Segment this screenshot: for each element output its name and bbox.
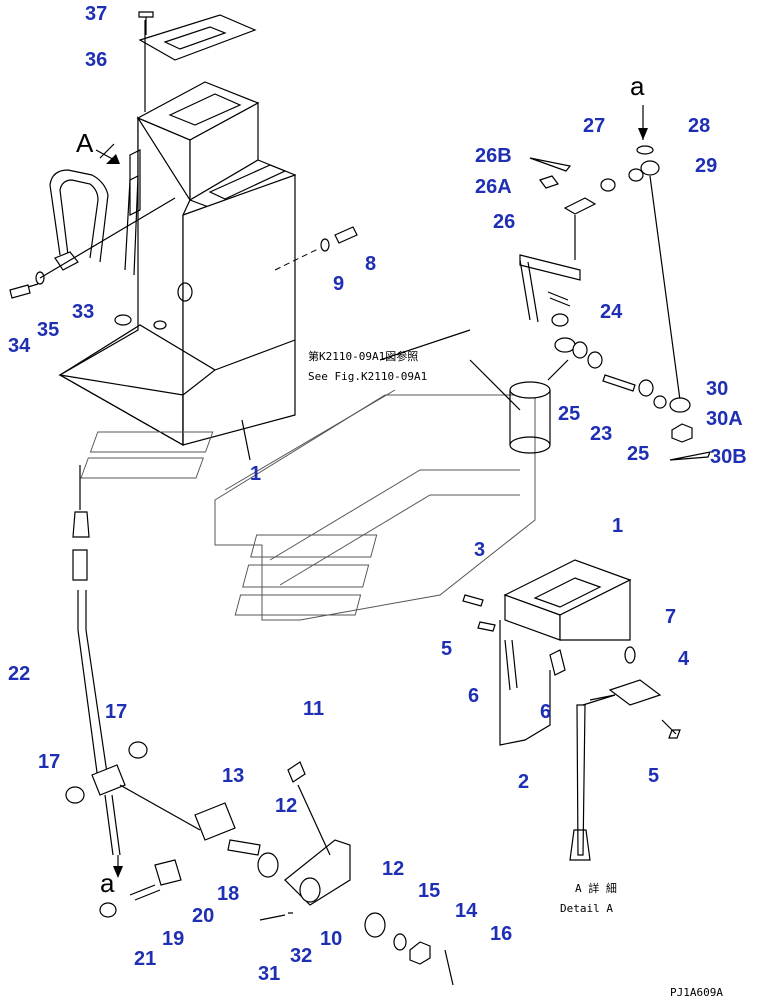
callout-18: 18 <box>217 883 239 905</box>
callout-26A: 26A <box>475 176 512 198</box>
callout-26B: 26B <box>475 145 512 167</box>
callout-4: 4 <box>678 648 690 670</box>
callout-2: 2 <box>518 771 529 793</box>
detail-a-note-jp: A 詳 細 <box>575 881 617 895</box>
callout-6-right: 6 <box>540 701 551 723</box>
drawing-code: PJ1A609A <box>670 986 723 999</box>
callout-36: 36 <box>85 49 107 71</box>
callout-33: 33 <box>72 301 94 323</box>
callout-30: 30 <box>706 378 728 400</box>
callout-12-left: 12 <box>275 795 297 817</box>
callout-5-left: 5 <box>441 638 452 660</box>
callout-1-detail: 1 <box>612 515 623 537</box>
callout-12-right: 12 <box>382 858 404 880</box>
callout-3: 3 <box>474 539 485 561</box>
callout-28: 28 <box>688 115 710 137</box>
callout-a-top: a <box>630 71 645 101</box>
callout-5-right: 5 <box>648 765 659 787</box>
callout-37: 37 <box>85 3 107 25</box>
callout-30A: 30A <box>706 408 743 430</box>
callout-34: 34 <box>8 335 31 357</box>
callout-7: 7 <box>665 606 676 628</box>
callout-8: 8 <box>365 253 376 275</box>
callout-23: 23 <box>590 423 612 445</box>
callout-35: 35 <box>37 319 59 341</box>
reference-note-en: See Fig.K2110-09A1 <box>308 370 427 383</box>
callout-24: 24 <box>600 301 623 323</box>
callout-17-left: 17 <box>38 751 60 773</box>
callout-A-arrow: A <box>76 128 94 158</box>
callout-14: 14 <box>455 900 478 922</box>
callout-17-right: 17 <box>105 701 127 723</box>
callout-16: 16 <box>490 923 512 945</box>
reference-console-ghost <box>80 329 536 621</box>
callout-25-bottom: 25 <box>627 443 649 465</box>
callout-9: 9 <box>333 273 344 295</box>
callout-19: 19 <box>162 928 184 950</box>
callout-20: 20 <box>192 905 214 927</box>
callout-10: 10 <box>320 928 342 950</box>
callout-32: 32 <box>290 945 312 967</box>
callout-1-main: 1 <box>250 463 261 485</box>
callout-a-bottom: a <box>100 868 115 898</box>
detail-a-drawing <box>462 559 681 861</box>
callout-15: 15 <box>418 880 440 902</box>
console-box-drawing <box>9 11 358 447</box>
callout-22: 22 <box>8 663 30 685</box>
callout-27: 27 <box>583 115 605 137</box>
lower-lever-drawing <box>65 465 454 986</box>
callout-25-top: 25 <box>558 403 580 425</box>
callout-11: 11 <box>303 698 324 720</box>
reference-note-jp: 第K2110-09A1図参照 <box>308 349 418 363</box>
callout-30B: 30B <box>710 446 747 468</box>
callout-31: 31 <box>258 963 280 985</box>
callout-26: 26 <box>493 211 515 233</box>
callout-13: 13 <box>222 765 244 787</box>
linkage-drawing <box>469 105 711 461</box>
callout-6-left: 6 <box>468 685 479 707</box>
detail-a-note-en: Detail A <box>560 902 613 915</box>
callout-29: 29 <box>695 155 717 177</box>
callout-21: 21 <box>134 948 156 970</box>
